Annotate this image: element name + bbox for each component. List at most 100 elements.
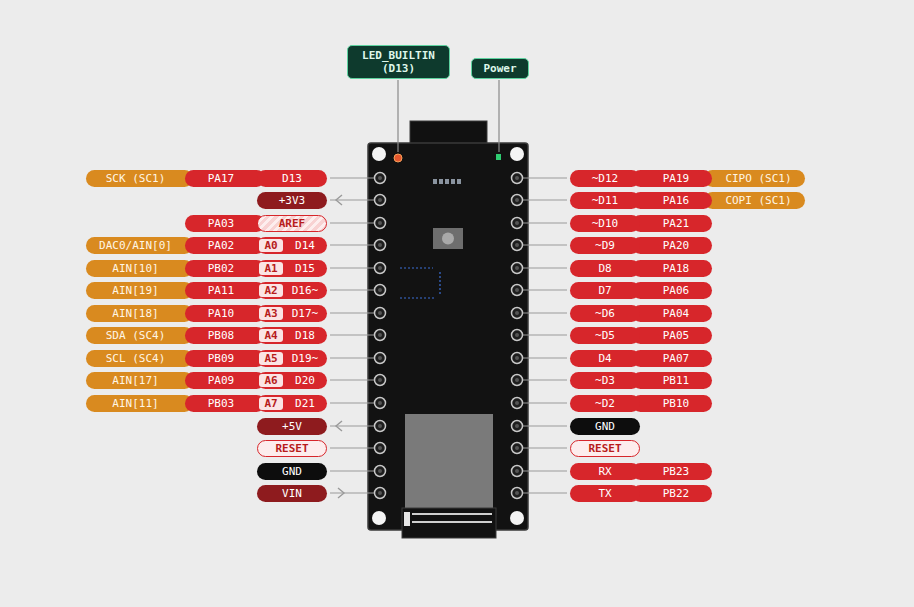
header-pin [512, 173, 523, 184]
header-pin-hole [378, 446, 382, 450]
pin-text: DAC0/AIN[0] [99, 239, 172, 252]
pin-text: PB08 [208, 329, 235, 342]
pin-text: D7 [598, 284, 611, 297]
pin-leader [523, 379, 567, 380]
pin-text: A4 [264, 329, 277, 342]
analog-pin-label: A2 [259, 284, 283, 297]
pin-text: ~D5 [595, 329, 615, 342]
pin-name-label: D7 [570, 282, 640, 299]
pin-leader [523, 357, 567, 358]
bottom-connector [402, 508, 496, 538]
pin-text: SCL (SC4) [106, 352, 166, 365]
signal-function-label: AIN[11] [86, 395, 193, 412]
header-pin-hole [378, 311, 382, 315]
pin-text: ~D10 [592, 217, 619, 230]
pin-text: RESET [588, 442, 621, 455]
pin-text: PA10 [208, 307, 235, 320]
pin-name-label: D19~A5 [257, 350, 327, 367]
mounting-hole [510, 147, 524, 161]
pin-leader [523, 470, 567, 471]
pin-name-label: ~D3 [570, 372, 640, 389]
header-pin-hole [515, 176, 519, 180]
header-pin-hole [378, 333, 382, 337]
pin-name-label: ~D10 [570, 215, 640, 232]
pin-leader [523, 222, 567, 223]
signal-function-label: AIN[19] [86, 282, 193, 299]
header-pin-hole [515, 491, 519, 495]
pin-text: ~D6 [595, 307, 615, 320]
pin-text: A0 [264, 239, 277, 252]
pin-text: PA06 [663, 284, 690, 297]
header-pin [375, 353, 386, 364]
leader-line [498, 80, 499, 152]
pin-leader [523, 492, 567, 493]
pin-text: PA18 [663, 262, 690, 275]
pin-text: PB11 [663, 374, 690, 387]
pin-text: D4 [598, 352, 611, 365]
pin-name-label: D21A7 [257, 395, 327, 412]
callout-label: Power [471, 58, 529, 79]
header-pin-hole [515, 401, 519, 405]
signal-function-label: SDA (SC4) [86, 327, 193, 344]
reset-button [433, 228, 463, 249]
pin-leader [330, 312, 374, 313]
pin-text: SCK (SC1) [106, 172, 166, 185]
pin-text: RX [598, 465, 611, 478]
pin-name-label: PB02 [185, 260, 265, 277]
mounting-hole [510, 511, 524, 525]
header-pin-hole [378, 356, 382, 360]
power-pin-label: VIN [257, 485, 327, 502]
pin-name-label: ~D5 [570, 327, 640, 344]
pin-leader [523, 425, 567, 426]
pin-name-label: PA16 [632, 192, 712, 209]
pin-leader [330, 334, 374, 335]
header-pin [512, 421, 523, 432]
pin-text: PA05 [663, 329, 690, 342]
header-pin [512, 488, 523, 499]
pin-name-label: PA06 [632, 282, 712, 299]
callout-label: LED_BUILTIN (D13) [347, 45, 450, 79]
pin-text: AIN[19] [112, 284, 158, 297]
pin-leader [330, 267, 374, 268]
pin-name-label: PB08 [185, 327, 265, 344]
antenna-trace [439, 272, 440, 294]
pin-text: PA17 [208, 172, 235, 185]
analog-pin-label: A0 [259, 239, 283, 252]
component-dot [439, 179, 443, 184]
reset-pin-label: RESET [570, 440, 640, 457]
pin-name-label: ~D11 [570, 192, 640, 209]
antenna-trace [400, 267, 433, 268]
header-pin [375, 488, 386, 499]
pin-text: SDA (SC4) [106, 329, 166, 342]
wifi-module [405, 414, 493, 509]
pin-text: D15 [295, 262, 315, 275]
pin-leader [330, 379, 374, 380]
pin-text: +5V [282, 420, 302, 433]
pin-text: PB02 [208, 262, 235, 275]
pin-text: A7 [264, 397, 277, 410]
pin-text: PA04 [663, 307, 690, 320]
pin-text: PB10 [663, 397, 690, 410]
pin-name-label: PA02 [185, 237, 265, 254]
header-pin-hole [378, 243, 382, 247]
header-pin [375, 173, 386, 184]
header-pin [512, 263, 523, 274]
ground-pin-label: GND [570, 418, 640, 435]
header-pin-hole [378, 198, 382, 202]
header-pin [375, 218, 386, 229]
power-direction-arrow [338, 488, 344, 498]
pin-name-label: PB10 [632, 395, 712, 412]
pin-name-label: PA09 [185, 372, 265, 389]
header-pin [512, 443, 523, 454]
header-pin [512, 308, 523, 319]
header-pin [375, 421, 386, 432]
pin-leader [523, 447, 567, 448]
pin-text: D17~ [292, 307, 319, 320]
pin-name-label: ~D12 [570, 170, 640, 187]
pin-name-label: D13 [257, 170, 327, 187]
pin-text: RESET [275, 442, 308, 455]
connector-line [412, 513, 492, 515]
signal-function-label: SCL (SC4) [86, 350, 193, 367]
